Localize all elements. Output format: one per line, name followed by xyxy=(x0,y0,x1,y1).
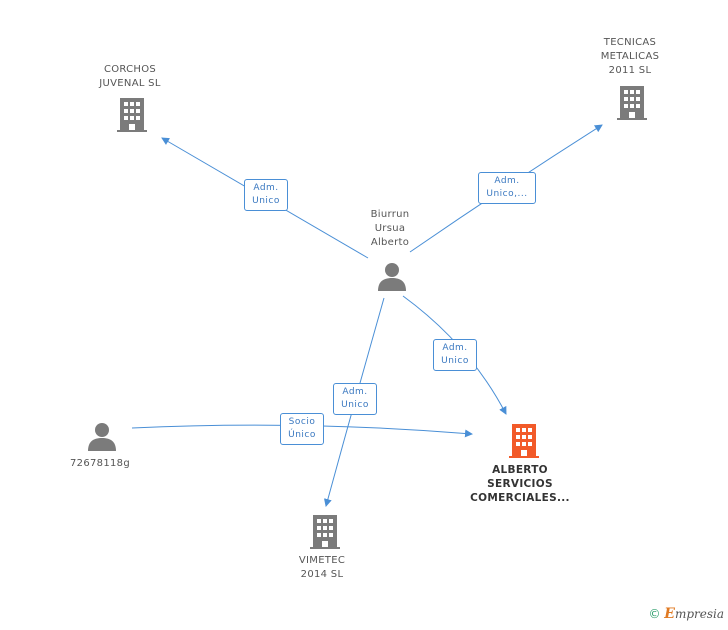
biurrun-label-line-1: Biurrun xyxy=(370,209,410,220)
alberto-label-line-3: COMERCIALES... xyxy=(470,492,570,504)
edge-label-tecnicas-line-2: Unico,... xyxy=(486,189,528,199)
building-icon[interactable] xyxy=(117,98,147,136)
corchos-label-line-1: CORCHOS xyxy=(103,64,157,75)
biurrun-person-icon xyxy=(378,263,406,291)
vimetec-building-icon xyxy=(310,515,340,549)
footer-branding[interactable]: © Empresia xyxy=(648,606,724,622)
building-icon[interactable] xyxy=(617,86,647,124)
edge-label-corchos-line-2: Unico xyxy=(252,196,280,206)
edge-label-vimetec[interactable]: Adm. Unico xyxy=(333,383,377,415)
person2-person-icon xyxy=(88,423,116,451)
empresia-logo: Empresia xyxy=(664,606,724,622)
edge-label-socio-line-2: Único xyxy=(288,430,316,440)
vimetec-label[interactable]: VIMETEC 2014 SL xyxy=(262,554,382,582)
person2-label[interactable]: 72678118g xyxy=(40,457,160,471)
vimetec-label-line-2: 2014 SL xyxy=(300,569,344,580)
edge-label-vimetec-line-1: Adm. xyxy=(342,387,368,397)
tecnicas-label[interactable]: TECNICAS METALICAS 2011 SL xyxy=(570,36,690,78)
building-icon[interactable] xyxy=(509,424,539,462)
tecnicas-label-line-1: TECNICAS xyxy=(603,37,657,48)
copyright-symbol: © xyxy=(648,607,661,621)
biurrun-label-line-3: Alberto xyxy=(370,237,410,248)
edge-label-vimetec-line-2: Unico xyxy=(341,400,369,410)
edge-label-alberto-line-1: Adm. xyxy=(442,343,468,353)
edge-label-socio-line-1: Socio xyxy=(288,417,316,427)
building-icon[interactable] xyxy=(310,515,340,553)
alberto-label-line-1: ALBERTO xyxy=(492,464,548,476)
alberto-building-icon xyxy=(509,424,539,458)
alberto-label[interactable]: ALBERTO SERVICIOS COMERCIALES... xyxy=(460,463,580,505)
corchos-label[interactable]: CORCHOS JUVENAL SL xyxy=(70,63,190,91)
person-icon[interactable] xyxy=(377,262,407,296)
edge-label-alberto[interactable]: Adm. Unico xyxy=(433,339,477,371)
corchos-label-line-2: JUVENAL SL xyxy=(99,78,161,89)
tecnicas-building-icon xyxy=(617,86,647,120)
tecnicas-label-line-3: 2011 SL xyxy=(608,65,652,76)
vimetec-label-line-1: VIMETEC xyxy=(298,555,346,566)
edge-label-tecnicas[interactable]: Adm. Unico,... xyxy=(478,172,536,204)
edge-label-corchos[interactable]: Adm. Unico xyxy=(244,179,288,211)
empresia-logo-initial: E xyxy=(664,606,675,622)
edge-label-socio[interactable]: Socio Único xyxy=(280,413,324,445)
biurrun-label[interactable]: Biurrun Ursua Alberto xyxy=(330,208,450,250)
edge-label-corchos-line-1: Adm. xyxy=(253,183,279,193)
biurrun-label-line-2: Ursua xyxy=(374,223,406,234)
corchos-building-icon xyxy=(117,98,147,132)
empresia-logo-text: mpresia xyxy=(674,607,724,621)
edge-label-alberto-line-2: Unico xyxy=(441,356,469,366)
person-icon[interactable] xyxy=(87,422,117,456)
edge-label-tecnicas-line-1: Adm. xyxy=(494,176,520,186)
person2-label-line-1: 72678118g xyxy=(70,458,130,469)
tecnicas-label-line-2: METALICAS xyxy=(600,51,660,62)
alberto-label-line-2: SERVICIOS xyxy=(487,478,553,490)
